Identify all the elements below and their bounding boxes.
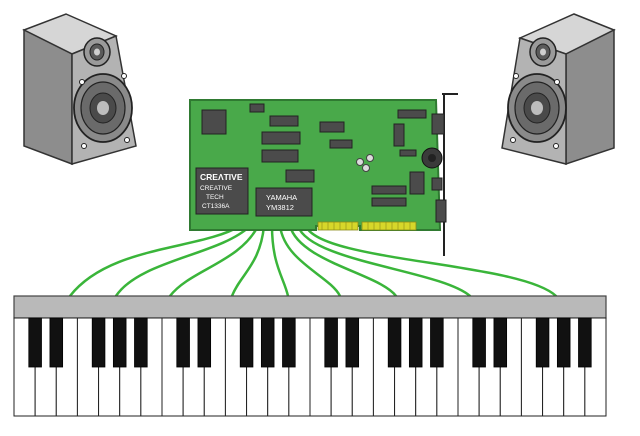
black-key[interactable] — [472, 317, 486, 368]
wire — [114, 224, 252, 298]
piano-keyboard-icon — [13, 295, 607, 417]
right-speaker-icon — [501, 13, 616, 166]
yamaha-chip-line1: YAMAHA — [266, 193, 297, 202]
black-key[interactable] — [556, 317, 571, 368]
chip — [269, 115, 299, 127]
chip — [399, 149, 417, 157]
creative-chip-line1: CREATIVE — [200, 185, 233, 192]
wire — [230, 224, 266, 298]
capacitor — [362, 164, 370, 172]
black-key[interactable] — [260, 317, 275, 368]
black-key[interactable] — [430, 317, 444, 368]
chip — [201, 109, 227, 135]
wire — [270, 224, 290, 298]
black-key[interactable] — [578, 317, 592, 368]
chip — [409, 171, 425, 195]
chip — [249, 103, 265, 113]
black-key[interactable] — [282, 317, 296, 368]
capacitor — [356, 158, 364, 166]
black-key[interactable] — [49, 317, 64, 368]
left-speaker-icon — [22, 13, 137, 166]
wire — [68, 224, 242, 298]
capacitor — [366, 154, 374, 162]
chip — [371, 197, 407, 207]
creative-chip-brand: CREΛTIVE — [200, 172, 243, 182]
creative-chip-line2: TECH — [206, 194, 224, 201]
black-key[interactable] — [493, 317, 508, 368]
chip — [261, 149, 299, 163]
wire — [304, 224, 558, 298]
chip — [393, 123, 405, 147]
gold-contacts — [317, 221, 417, 231]
black-key[interactable] — [176, 317, 190, 368]
chip — [397, 109, 427, 119]
chip — [371, 185, 407, 195]
chip — [329, 139, 353, 149]
black-key[interactable] — [239, 317, 254, 368]
wire — [168, 224, 260, 298]
creative-chip-line3: CT1336A — [202, 203, 230, 210]
wire — [288, 224, 398, 298]
black-key[interactable] — [134, 317, 148, 368]
wire-bundle — [68, 224, 558, 298]
wire — [278, 224, 342, 298]
yamaha-chip-line2: YM3812 — [266, 203, 294, 212]
chip — [261, 131, 301, 145]
black-key[interactable] — [112, 317, 127, 368]
black-key[interactable] — [535, 317, 550, 368]
black-key[interactable] — [91, 317, 106, 368]
wire — [296, 224, 472, 298]
chip — [431, 113, 445, 135]
chip — [435, 199, 447, 223]
black-key[interactable] — [408, 317, 423, 368]
chip — [431, 177, 443, 191]
black-key[interactable] — [324, 317, 338, 368]
chip — [285, 169, 315, 183]
black-keys — [28, 317, 592, 368]
yamaha-chip: YAMAHA YM3812 — [255, 187, 313, 217]
black-key[interactable] — [28, 317, 42, 368]
black-key[interactable] — [387, 317, 402, 368]
sound-card-icon: CREΛTIVE CREATIVE TECH CT1336A YAMAHA YM… — [189, 93, 458, 256]
black-key[interactable] — [345, 317, 360, 368]
keyboard-top-bar — [13, 295, 607, 319]
creative-chip: CREΛTIVE CREATIVE TECH CT1336A — [195, 167, 249, 215]
black-key[interactable] — [197, 317, 212, 368]
chip — [319, 121, 345, 133]
